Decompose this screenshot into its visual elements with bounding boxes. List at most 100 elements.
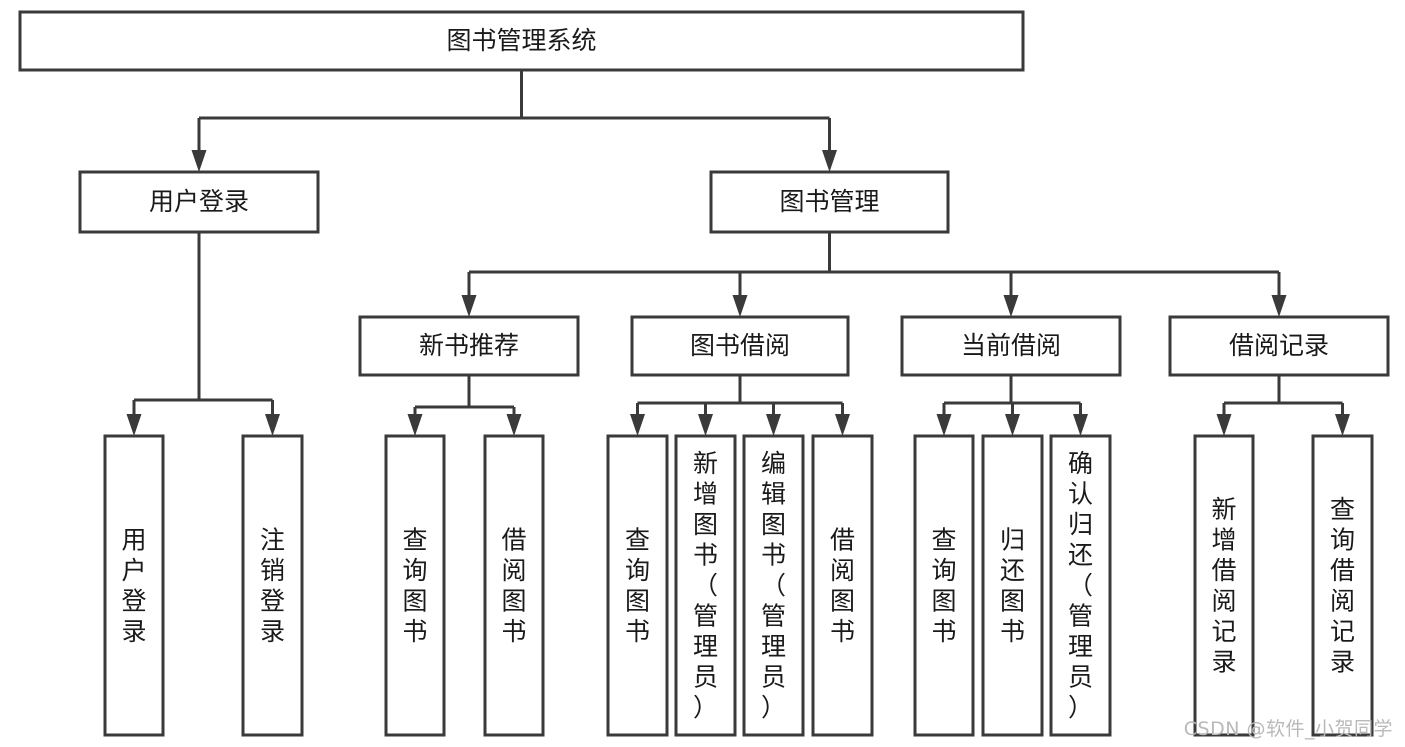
node-box[interactable] xyxy=(900,315,1122,377)
arrow-head-icon xyxy=(1216,414,1232,436)
node-label-char: 户 xyxy=(121,556,146,585)
node-leaf-add-borrow-record[interactable]: 新增借阅记录 xyxy=(1193,434,1255,737)
arrow-head-icon xyxy=(1003,295,1019,317)
node-box[interactable] xyxy=(981,434,1044,737)
node-book-borrow[interactable]: 图书借阅 xyxy=(630,315,850,377)
node-label-char: 登 xyxy=(121,586,146,615)
node-leaf-query-book-1[interactable]: 查询图书 xyxy=(384,434,446,737)
node-box[interactable] xyxy=(483,434,545,737)
node-current-borrow[interactable]: 当前借阅 xyxy=(900,315,1122,377)
arrow-head-icon xyxy=(936,414,952,436)
node-label-char: 借 xyxy=(830,525,855,554)
node-label-char: 查 xyxy=(931,525,956,554)
node-borrow-record[interactable]: 借阅记录 xyxy=(1168,315,1390,377)
node-label: 新增图书（管理员） xyxy=(693,449,718,722)
node-box[interactable] xyxy=(630,315,850,377)
node-label-char: 记 xyxy=(1211,617,1236,646)
node-label: 查询借阅记录 xyxy=(1330,495,1355,677)
node-label-char: 新 xyxy=(1211,495,1236,524)
node-layer: 图书管理系统用户登录图书管理新书推荐图书借阅当前借阅借阅记录用户登录注销登录查询… xyxy=(18,10,1390,737)
node-label: 查询图书 xyxy=(625,525,650,646)
node-new-book-recommend[interactable]: 新书推荐 xyxy=(358,315,580,377)
node-leaf-return-book[interactable]: 归还图书 xyxy=(981,434,1044,737)
node-label-char: 理 xyxy=(693,632,718,661)
node-leaf-add-book[interactable]: 新增图书（管理员） xyxy=(674,434,737,737)
node-box[interactable] xyxy=(18,10,1025,72)
node-label-char: 书 xyxy=(830,617,855,646)
node-box[interactable] xyxy=(1049,434,1112,737)
node-leaf-borrow-book-2[interactable]: 借阅图书 xyxy=(811,434,874,737)
node-label: 编辑图书（管理员） xyxy=(761,449,786,722)
node-label-char: 确 xyxy=(1068,449,1093,478)
node-box[interactable] xyxy=(674,434,737,737)
node-box[interactable] xyxy=(1168,315,1390,377)
node-leaf-borrow-book-1[interactable]: 借阅图书 xyxy=(483,434,545,737)
node-user-login[interactable]: 用户登录 xyxy=(78,170,320,234)
node-leaf-user-logout[interactable]: 注销登录 xyxy=(241,434,304,737)
node-label-char: ） xyxy=(761,693,786,722)
node-box[interactable] xyxy=(811,434,874,737)
arrow-head-icon xyxy=(461,295,477,317)
node-leaf-query-borrow-record[interactable]: 查询借阅记录 xyxy=(1311,434,1374,737)
node-label: 归还图书 xyxy=(1000,525,1025,646)
connector-group xyxy=(936,375,1088,436)
node-leaf-query-book-3[interactable]: 查询图书 xyxy=(913,434,975,737)
node-box[interactable] xyxy=(241,434,304,737)
node-label: 借阅图书 xyxy=(501,525,526,646)
node-label-char: 图 xyxy=(1000,586,1025,615)
node-label-char: 员 xyxy=(761,663,786,692)
node-box[interactable] xyxy=(103,434,165,737)
node-box[interactable] xyxy=(1311,434,1374,737)
node-book-manage[interactable]: 图书管理 xyxy=(709,170,950,234)
node-box[interactable] xyxy=(709,170,950,234)
node-label-char: 询 xyxy=(1330,525,1355,554)
arrow-head-icon xyxy=(407,414,423,436)
node-label-char: 录 xyxy=(1330,647,1355,676)
node-box[interactable] xyxy=(78,170,320,234)
node-label: 用户登录 xyxy=(149,187,249,216)
node-label: 图书管理 xyxy=(779,187,879,216)
node-label-char: 录 xyxy=(260,617,285,646)
node-label-char: 书 xyxy=(402,617,427,646)
node-label-char: 归 xyxy=(1068,510,1093,539)
node-leaf-edit-book[interactable]: 编辑图书（管理员） xyxy=(742,434,805,737)
node-box[interactable] xyxy=(1193,434,1255,737)
node-box[interactable] xyxy=(606,434,669,737)
node-label-char: 注 xyxy=(260,525,285,554)
node-label-char: 记 xyxy=(1330,617,1355,646)
node-box[interactable] xyxy=(358,315,580,377)
node-label-char: ） xyxy=(693,693,718,722)
node-label-char: 查 xyxy=(625,525,650,554)
node-label-char: 图 xyxy=(830,586,855,615)
node-leaf-user-login[interactable]: 用户登录 xyxy=(103,434,165,737)
arrow-head-icon xyxy=(506,414,522,436)
node-label-char: 借 xyxy=(1330,556,1355,585)
node-label-char: 编 xyxy=(761,449,786,478)
node-root[interactable]: 图书管理系统 xyxy=(18,10,1025,72)
node-label-char: 辑 xyxy=(761,480,786,509)
node-label-char: 询 xyxy=(931,556,956,585)
node-label: 查询图书 xyxy=(402,525,427,646)
node-label-char: 借 xyxy=(1211,556,1236,585)
node-box[interactable] xyxy=(742,434,805,737)
node-box[interactable] xyxy=(384,434,446,737)
node-label-char: 阅 xyxy=(1330,586,1355,615)
node-label: 借阅记录 xyxy=(1229,331,1329,360)
arrow-head-icon xyxy=(1005,414,1020,436)
node-label-char: 询 xyxy=(625,556,650,585)
node-label-char: 查 xyxy=(402,525,427,554)
node-label-char: 图 xyxy=(761,510,786,539)
node-box[interactable] xyxy=(913,434,975,737)
node-label-char: 图 xyxy=(402,586,427,615)
node-leaf-query-book-2[interactable]: 查询图书 xyxy=(606,434,669,737)
node-label-char: 图 xyxy=(931,586,956,615)
node-label-char: （ xyxy=(1068,571,1093,600)
node-label-char: 录 xyxy=(121,617,146,646)
arrow-head-icon xyxy=(191,150,207,172)
connector-group xyxy=(126,232,280,436)
node-leaf-confirm-return[interactable]: 确认归还（管理员） xyxy=(1049,434,1112,737)
node-label: 注销登录 xyxy=(260,525,285,646)
arrow-head-icon xyxy=(766,414,781,436)
connector-group xyxy=(461,232,1287,317)
